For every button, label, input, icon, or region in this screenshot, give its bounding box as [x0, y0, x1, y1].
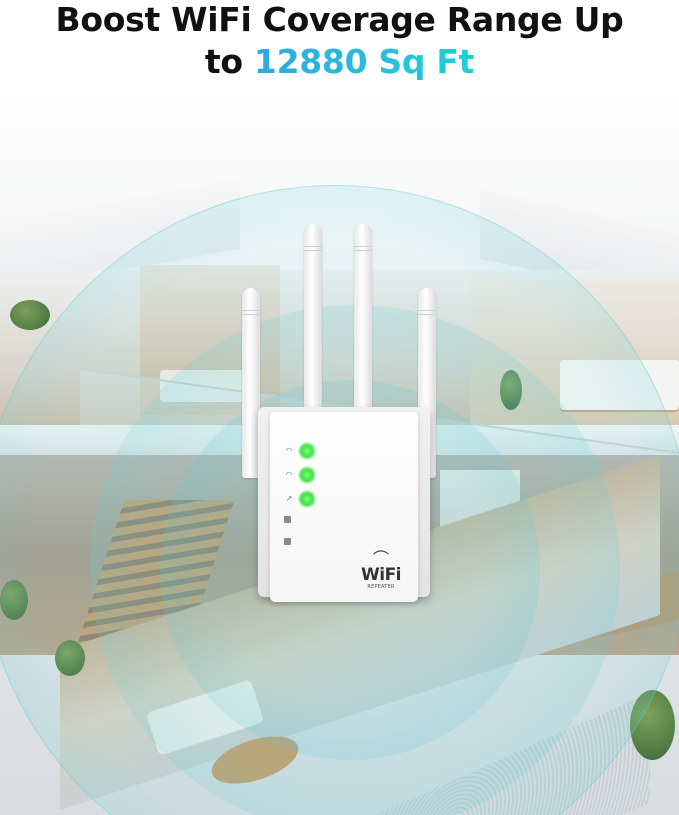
logo-brand: WiFi: [360, 565, 402, 585]
antenna-icon: [304, 224, 322, 424]
plant: [10, 300, 50, 330]
plant: [0, 580, 28, 620]
upper-sofa: [160, 370, 250, 402]
led-on: [298, 442, 316, 460]
headline-line-1: Boost WiFi Coverage Range Up: [55, 0, 624, 39]
indicator-wan: [284, 538, 291, 545]
wifi-5g-icon: ◠: [285, 470, 293, 479]
lan-port-icon: [284, 516, 291, 523]
wifi-repeater-logo: ⌒ WiFi REPEATER: [356, 549, 406, 591]
logo-subtext: REPEATER: [367, 584, 395, 590]
indicator-signal: ↗: [284, 490, 316, 508]
indicator-lan: [284, 516, 291, 523]
signal-icon: ↗: [285, 494, 293, 503]
house-illustration: [0, 170, 679, 815]
wifi-repeater-device: ◠ ◠ ↗ ⌒ WiFi REPEATER: [242, 222, 442, 612]
indicator-2.4g: ◠: [284, 442, 316, 460]
wifi-2.4g-icon: ◠: [285, 446, 293, 455]
patio: [370, 692, 650, 815]
plant: [55, 640, 85, 676]
antenna-icon: [354, 224, 372, 424]
antenna-icon: [242, 288, 260, 478]
indicator-5g: ◠: [284, 466, 316, 484]
headline: Boost WiFi Coverage Range Up to 12880 Sq…: [0, 0, 679, 90]
plant: [500, 370, 522, 410]
plant: [630, 690, 675, 760]
bed: [560, 360, 679, 410]
headline-line-2: to 12880 Sq Ft: [0, 42, 679, 82]
device-front-panel: ◠ ◠ ↗ ⌒ WiFi REPEATER: [270, 412, 418, 602]
headline-prefix: to: [204, 42, 243, 81]
coverage-area-value: 12880 Sq Ft: [253, 42, 475, 81]
wan-port-icon: [284, 538, 291, 545]
wifi-signal-icon: ⌒: [372, 549, 389, 568]
led-on: [298, 490, 316, 508]
led-on: [298, 466, 316, 484]
